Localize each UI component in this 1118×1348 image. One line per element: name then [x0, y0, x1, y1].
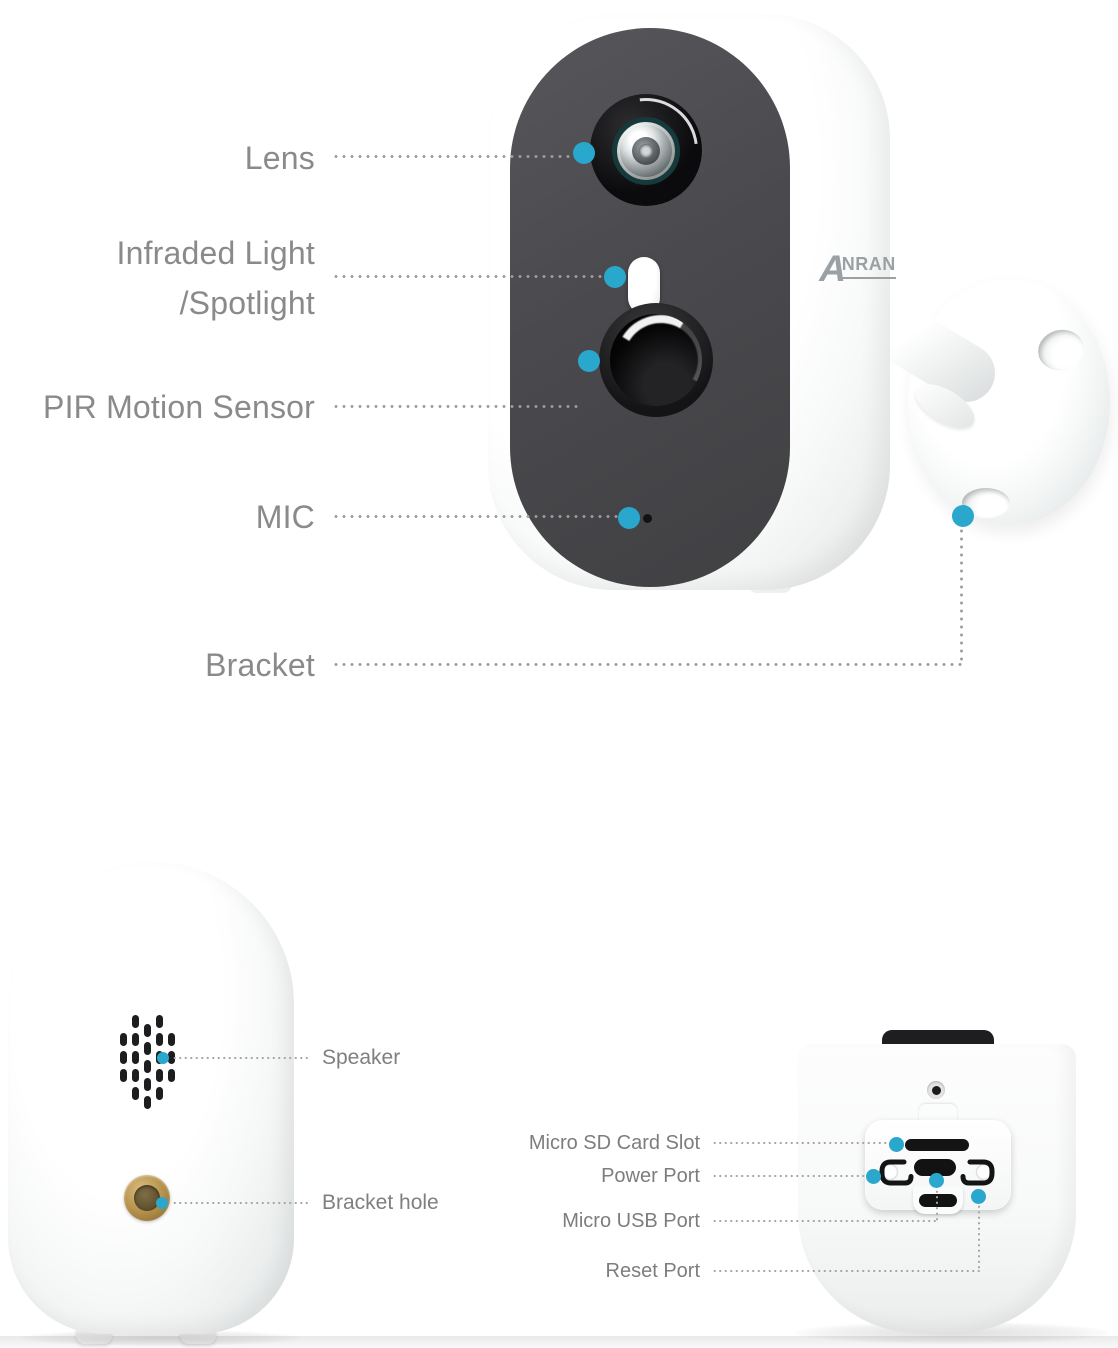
speaker-hole: [132, 1087, 139, 1100]
label-infrared-line1: Infraded Light: [116, 235, 315, 271]
label-bracket-hole: Bracket hole: [322, 1191, 439, 1214]
pir-leader-line: [332, 405, 580, 408]
speaker-hole: [144, 1024, 151, 1037]
speaker-hole: [156, 1069, 163, 1082]
label-reset-port: Reset Port: [605, 1260, 700, 1282]
speaker-hole: [132, 1033, 139, 1046]
lens-leader-line: [332, 155, 578, 158]
spotlight-marker-dot: [604, 266, 626, 288]
power-port: [914, 1159, 956, 1176]
micro-sd-card-slot: [905, 1139, 969, 1151]
speaker-hole: [168, 1033, 175, 1046]
speaker-hole: [120, 1051, 127, 1064]
speaker-hole: [168, 1051, 175, 1064]
label-lens: Lens: [244, 140, 315, 176]
speaker-hole: [132, 1015, 139, 1028]
power-marker-dot: [866, 1169, 881, 1184]
power-leader-line: [712, 1175, 866, 1177]
bracket-hole-marker-dot: [156, 1197, 168, 1209]
camera-back-body: [8, 862, 294, 1334]
port-panel-top-tab: [919, 1104, 957, 1123]
speaker-marker-dot: [157, 1052, 169, 1064]
sd-marker-dot: [889, 1137, 904, 1152]
bracket-marker-dot: [952, 505, 974, 527]
brand-logo-rest: NRAN: [841, 254, 896, 279]
reset-leader-line-h: [712, 1270, 980, 1272]
micro-usb-port: [919, 1194, 957, 1207]
mic-leader-line: [332, 515, 620, 518]
label-infrared-spotlight: Infraded Light /Spotlight: [0, 228, 315, 328]
brand-logo: A NRAN: [816, 248, 896, 289]
speaker-hole: [144, 1060, 151, 1073]
mic-marker-dot: [618, 507, 640, 529]
bottom-view-face-edge: [882, 1030, 994, 1048]
power-contact-right: [960, 1159, 995, 1186]
label-infrared-line2: /Spotlight: [179, 285, 315, 321]
speaker-hole: [144, 1078, 151, 1091]
label-sd-slot: Micro SD Card Slot: [528, 1132, 700, 1154]
mic-hole: [643, 514, 652, 523]
label-speaker: Speaker: [322, 1046, 401, 1069]
speaker-hole: [132, 1051, 139, 1064]
reset-marker-dot: [971, 1189, 986, 1204]
speaker-hole: [132, 1069, 139, 1082]
pir-marker-dot: [578, 350, 600, 372]
speaker-hole: [120, 1069, 127, 1082]
bottom-screw-hole-inner: [932, 1086, 941, 1095]
back-view-shadow: [20, 1330, 300, 1346]
pir-highlight: [610, 314, 702, 406]
speaker-hole: [156, 1015, 163, 1028]
sd-leader-line: [712, 1142, 888, 1144]
bracket-leader-line-v: [960, 527, 963, 665]
ground-shading: [0, 1336, 1118, 1348]
speaker-hole: [144, 1042, 151, 1055]
bracket-leader-line-h: [332, 663, 963, 666]
bracket-hole-inner: [134, 1185, 160, 1211]
usb-marker-dot: [929, 1173, 944, 1188]
label-mic: MIC: [255, 499, 315, 535]
speaker-hole: [168, 1069, 175, 1082]
speaker-hole: [144, 1096, 151, 1109]
speaker-hole: [156, 1087, 163, 1100]
label-bracket: Bracket: [205, 647, 315, 683]
bottom-view-shadow: [795, 1322, 1110, 1344]
usb-leader-line-h: [712, 1220, 938, 1222]
usb-leader-line-v: [936, 1189, 938, 1221]
brand-logo-a: A: [815, 248, 850, 289]
lens-marker-dot: [573, 142, 595, 164]
bracket-hole-leader-line: [172, 1202, 310, 1204]
label-usb-port: Micro USB Port: [562, 1210, 700, 1232]
speaker-hole: [120, 1033, 127, 1046]
lens-screw: [639, 144, 653, 158]
pir-dome: [610, 314, 702, 406]
label-pir: PIR Motion Sensor: [43, 389, 315, 425]
speaker-leader-line: [172, 1057, 310, 1059]
spotlight-leader-line: [332, 275, 608, 278]
reset-leader-line-v: [978, 1204, 980, 1272]
power-contact-left: [879, 1159, 914, 1186]
label-power-port: Power Port: [601, 1165, 700, 1187]
speaker-hole: [156, 1033, 163, 1046]
